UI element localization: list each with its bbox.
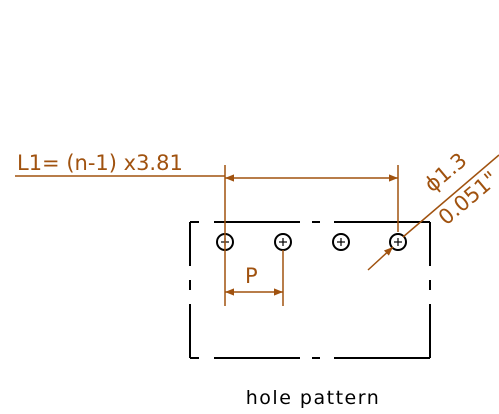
length-dimension-label: L1= (n-1) x3.81: [17, 151, 183, 175]
length-dimension: [15, 165, 399, 306]
hole-2: [274, 233, 292, 251]
diameter-leader: [367, 154, 499, 271]
pitch-dimension: [225, 250, 284, 306]
part-outline: [189, 221, 431, 359]
hole-3: [332, 233, 350, 251]
drawing-caption: hole pattern: [246, 387, 381, 409]
hole-4: [389, 233, 407, 251]
pitch-label: P: [245, 264, 258, 288]
